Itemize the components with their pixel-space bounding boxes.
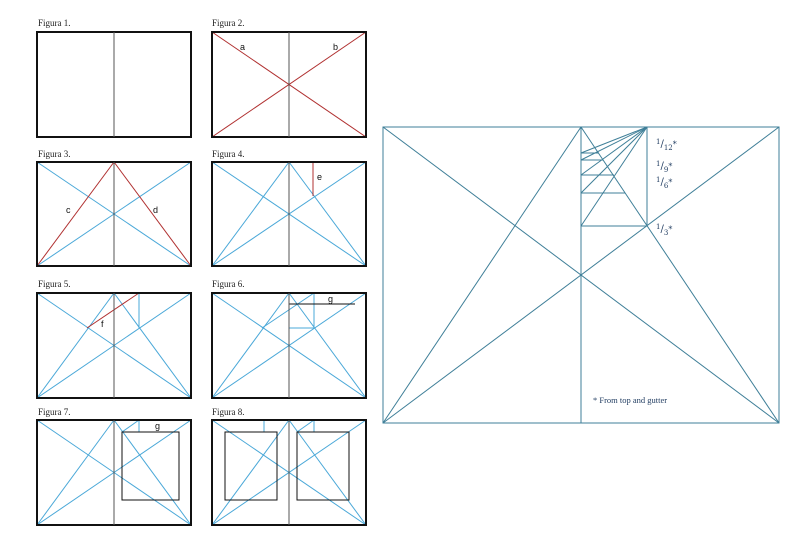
figure-3-line-c <box>36 161 115 267</box>
figure-3-line-d <box>113 161 192 267</box>
figure-7-line-c <box>36 419 115 526</box>
large-diagram-page-diagonal-left <box>382 126 582 424</box>
figure-5: f <box>36 292 192 399</box>
large-diagram-ray-4 <box>580 126 648 194</box>
figure-8-line-d <box>288 419 367 526</box>
figure-5-line-d <box>113 292 192 399</box>
figure-6: g <box>211 292 367 399</box>
figure-3-title: Figura 3. <box>38 149 71 159</box>
figure-7-title: Figura 7. <box>38 407 71 417</box>
figure-5-line-c <box>36 292 115 399</box>
figure-8 <box>211 419 367 526</box>
figure-2-title: Figura 2. <box>212 18 245 28</box>
figure-1-title: Figura 1. <box>38 18 71 28</box>
figure-3-label-c: c <box>66 205 71 215</box>
figure-4: e <box>211 161 367 267</box>
large-diagram-ray-1 <box>580 126 648 154</box>
large-diagram <box>382 126 780 424</box>
large-diagram-page-diagonal-right <box>580 126 780 424</box>
figure-6-line-c <box>211 292 290 399</box>
figure-8-line-f <box>296 419 315 433</box>
figure-2-label-a: a <box>240 42 245 52</box>
figure-8-line-c <box>211 419 290 526</box>
footnote: * From top and gutter <box>593 395 667 405</box>
large-diagram-construction-line <box>580 126 648 227</box>
large-diagram-diagonal-2 <box>382 126 780 424</box>
large-diagram-ray-3 <box>580 126 648 176</box>
figure-8-title: Figura 8. <box>212 407 245 417</box>
figure-5-label-f: f <box>101 319 104 329</box>
figure-4-label-e: e <box>317 172 322 182</box>
figure-4-line-c <box>211 161 290 267</box>
figure-2: a b <box>211 31 367 138</box>
figure-7-label-g: g <box>155 421 160 431</box>
figure-2-label-b: b <box>333 42 338 52</box>
figure-3: c d <box>36 161 192 267</box>
figure-8-text-block-right <box>296 431 350 501</box>
fraction-label-third: 1/3* <box>656 223 672 237</box>
figure-6-title: Figura 6. <box>212 279 245 289</box>
figure-3-label-d: d <box>153 205 158 215</box>
figure-4-title: Figura 4. <box>212 149 245 159</box>
fraction-label-ninth: 1/9* <box>656 160 672 174</box>
figure-8-text-block-left <box>224 431 278 501</box>
figure-7-text-block <box>121 431 180 501</box>
figure-5-title: Figura 5. <box>38 279 71 289</box>
fraction-label-twelfth: 1/12* <box>656 138 677 152</box>
large-diagram-ray-2 <box>580 126 648 161</box>
figure-4-line-d <box>288 161 367 267</box>
figure-7-line-f <box>121 419 140 433</box>
figure-6-line-d <box>288 292 367 399</box>
figure-5-line-f <box>86 292 140 329</box>
figure-7: g <box>36 419 192 526</box>
fraction-label-sixth: 1/6* <box>656 176 672 190</box>
figure-1 <box>36 31 192 138</box>
figure-6-label-g: g <box>328 294 333 304</box>
figure-6-line-f <box>261 292 315 329</box>
figure-7-line-d <box>113 419 192 526</box>
